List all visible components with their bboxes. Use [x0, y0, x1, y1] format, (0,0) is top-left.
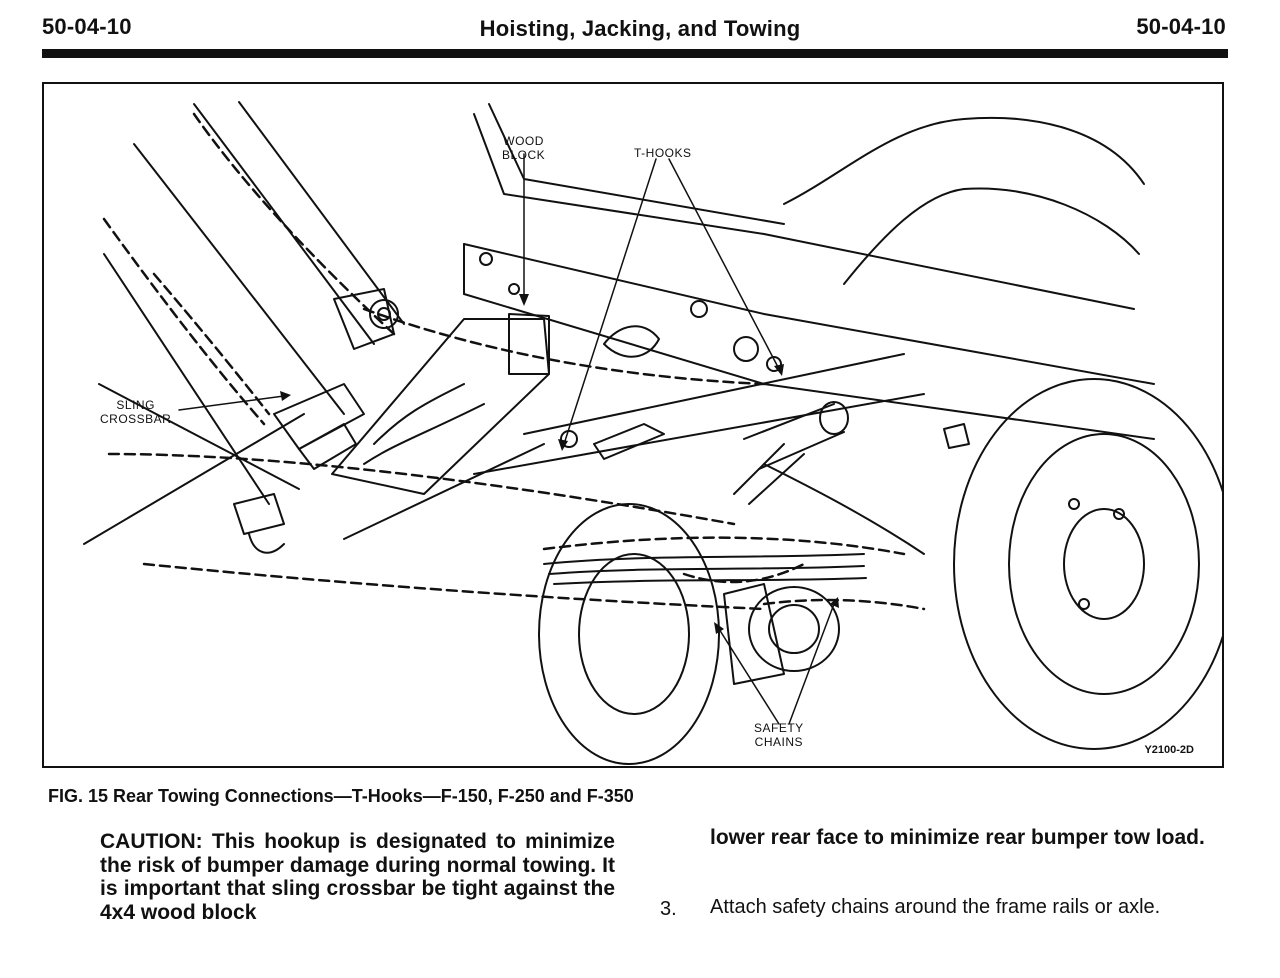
towing-illustration [83, 101, 1222, 765]
page-code-right: 50-04-10 [1136, 14, 1226, 39]
figure-frame: WOOD BLOCK T-HOOKS SLING CROSSBAR SAFETY… [42, 82, 1224, 768]
header-rule [42, 49, 1228, 58]
page-code-left: 50-04-10 [42, 14, 132, 39]
figure-id: Y2100-2D [1144, 744, 1194, 756]
t-hooks-label: T-HOOKS [634, 146, 692, 160]
sling-crossbar-label: SLING CROSSBAR [100, 398, 172, 426]
section-title: Hoisting, Jacking, and Towing [479, 16, 801, 41]
caution-continuation: lower rear face to minimize rear bumper … [710, 826, 1205, 849]
step-number: 3. [660, 898, 677, 920]
step-text: Attach safety chains around the frame ra… [710, 896, 1161, 918]
wood-block-label: WOOD BLOCK [502, 134, 546, 162]
figure-caption: FIG. 15 Rear Towing Connections—T-Hooks—… [48, 786, 634, 806]
safety-chains-label: SAFETY CHAINS [754, 721, 804, 749]
caution-paragraph: CAUTION: This hookup is designated to mi… [100, 830, 615, 924]
